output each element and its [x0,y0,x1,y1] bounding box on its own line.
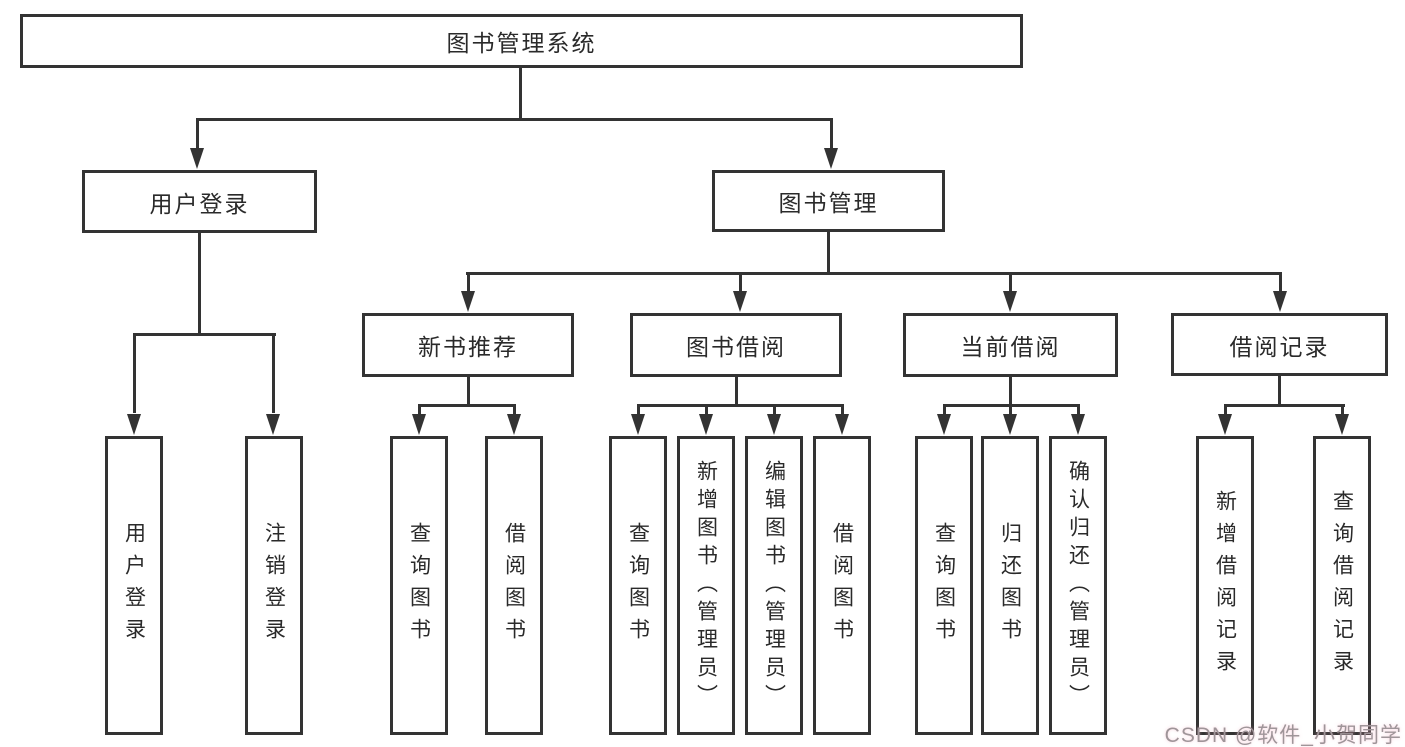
connector-line [1224,404,1227,414]
node-current-borrowing: 当前借阅 [903,313,1118,377]
connector-line [467,272,470,292]
connector-line [827,232,830,274]
connector-line [1009,272,1012,292]
connector-line [841,404,844,414]
node-new-book-recommendation: 新书推荐 [362,313,574,377]
node-label: 编辑图书（管理员） [762,459,786,712]
node-label: 借阅图书 [502,521,526,650]
node-borrowing-records: 借阅记录 [1171,313,1388,376]
connector-line [196,118,833,121]
arrow-down-icon [631,414,645,435]
connector-line [133,333,136,413]
arrow-down-icon [699,414,713,435]
connector-line [272,333,275,413]
leaf-return-books: 归还图书 [981,436,1039,735]
node-label: 归还图书 [998,521,1022,650]
node-label: 查询图书 [626,521,650,650]
connector-line [705,404,708,414]
csdn-watermark: CSDN @软件_小贺同学 [1164,724,1402,747]
connector-line [735,376,738,407]
node-label: 借阅记录 [1229,333,1330,360]
node-label: 查询借阅记录 [1330,489,1354,682]
connector-line [418,404,516,407]
node-book-management: 图书管理 [712,170,945,232]
leaf-query-books-borrowing: 查询图书 [609,436,667,735]
arrow-down-icon [1003,291,1017,312]
connector-line [513,404,516,414]
leaf-add-books-admin: 新增图书（管理员） [677,436,735,735]
node-label: 查询图书 [407,521,431,650]
connector-line [466,272,1282,275]
arrow-down-icon [767,414,781,435]
node-user-login: 用户登录 [82,170,317,233]
leaf-query-borrowing-record: 查询借阅记录 [1313,436,1371,735]
arrow-down-icon [127,414,141,435]
node-book-borrowing: 图书借阅 [630,313,842,377]
leaf-query-books-current: 查询图书 [915,436,973,735]
connector-line [418,404,421,414]
leaf-query-books-recommend: 查询图书 [390,436,448,735]
node-label: 当前借阅 [960,334,1061,360]
connector-line [1341,404,1344,414]
leaf-add-borrowing-record: 新增借阅记录 [1196,436,1254,735]
node-library-management-system: 图书管理系统 [20,14,1023,68]
connector-line [1077,404,1080,414]
connector-line [519,67,522,120]
arrow-down-icon [937,414,951,435]
leaf-logout: 注销登录 [245,436,303,735]
connector-line [943,404,946,414]
connector-line [196,118,199,149]
connector-line [637,404,640,414]
connector-line [830,118,833,149]
arrow-down-icon [507,414,521,435]
arrow-down-icon [461,291,475,312]
leaf-edit-books-admin: 编辑图书（管理员） [745,436,803,735]
arrow-down-icon [266,414,280,435]
node-label: 新增图书（管理员） [694,459,718,712]
arrow-down-icon [1273,291,1287,312]
node-label: 用户登录 [149,190,250,217]
connector-line [1009,404,1012,414]
node-label: 查询图书 [932,521,956,650]
arrow-down-icon [824,148,838,169]
connector-line [1278,376,1281,407]
connector-line [1224,404,1345,407]
leaf-borrow-books: 借阅图书 [813,436,871,735]
node-label: 注销登录 [262,521,286,650]
arrow-down-icon [1003,414,1017,435]
node-label: 图书管理 [778,190,879,216]
arrow-down-icon [1335,414,1349,435]
arrow-down-icon [1071,414,1085,435]
connector-line [467,376,470,407]
leaf-confirm-return-admin: 确认归还（管理员） [1049,436,1107,735]
connector-line [773,404,776,414]
arrow-down-icon [835,414,849,435]
arrow-down-icon [733,291,747,312]
node-label: 用户登录 [122,521,146,650]
leaf-borrow-books-recommend: 借阅图书 [485,436,543,735]
connector-line [133,333,276,336]
connector-line [198,232,201,335]
connector-line [637,404,844,407]
node-label: 图书管理系统 [446,30,597,56]
node-label: 新书推荐 [418,334,518,360]
arrow-down-icon [412,414,426,435]
arrow-down-icon [190,148,204,169]
connector-line [1009,376,1012,407]
leaf-user-login: 用户登录 [105,436,163,735]
connector-line [1279,272,1282,292]
node-label: 借阅图书 [830,521,854,650]
node-label: 图书借阅 [686,334,786,360]
arrow-down-icon [1218,414,1232,435]
connector-line [739,272,742,292]
node-label: 确认归还（管理员） [1066,459,1090,712]
node-label: 新增借阅记录 [1213,489,1237,682]
